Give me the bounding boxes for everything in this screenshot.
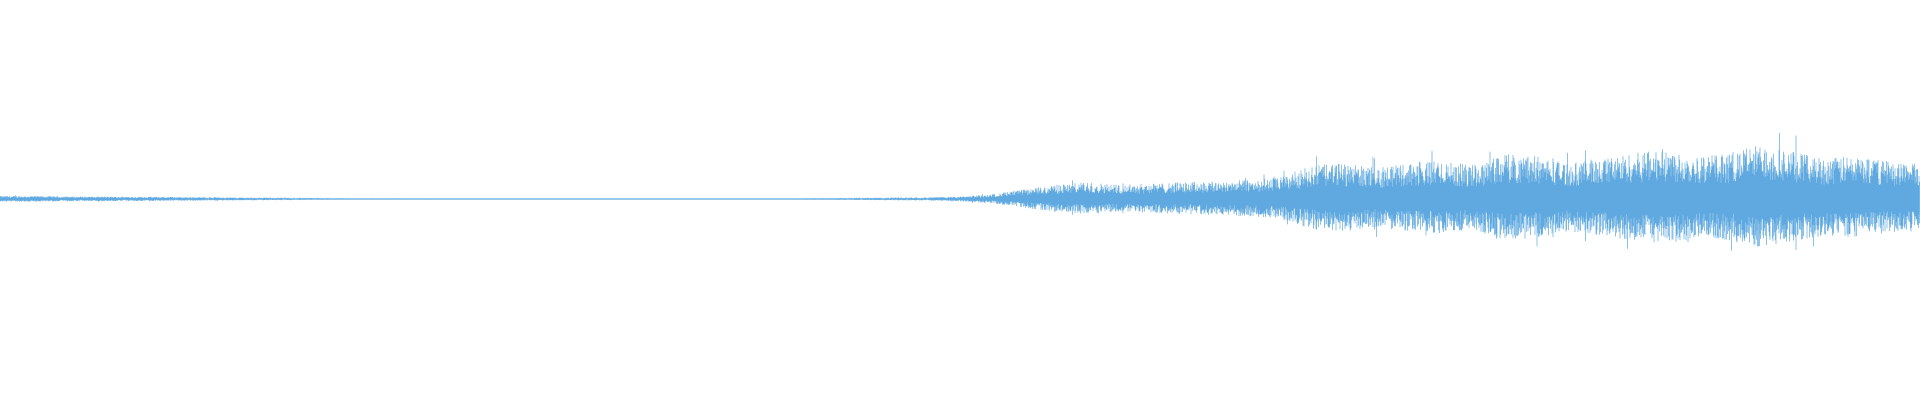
- waveform-trace: [0, 133, 1920, 251]
